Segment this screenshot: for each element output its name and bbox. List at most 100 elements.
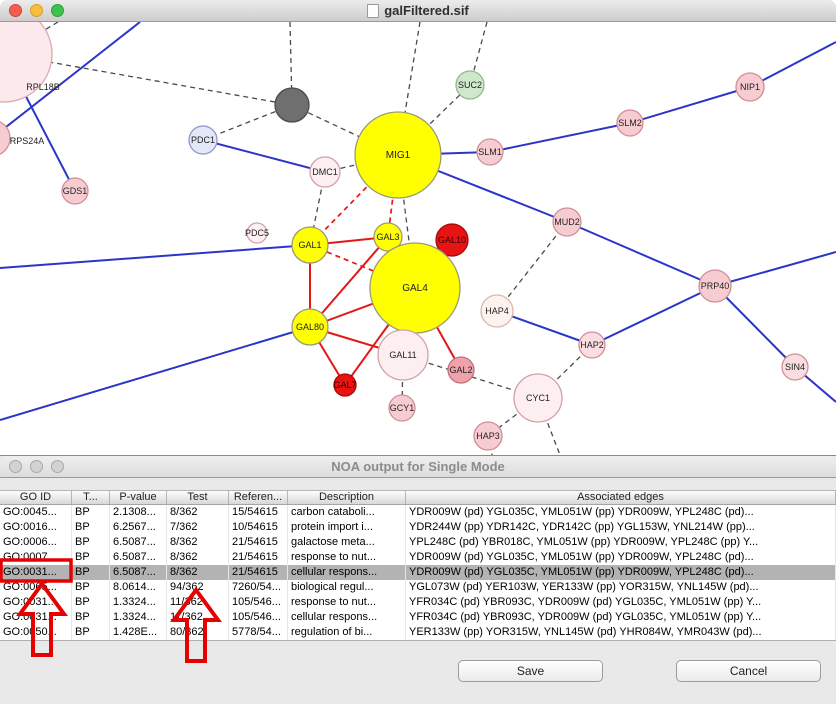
node-gal11[interactable] xyxy=(377,329,429,381)
graph-window-titlebar[interactable]: galFiltered.sif xyxy=(0,0,836,22)
cell: 8/362 xyxy=(167,550,229,565)
node-label-gal7: GAL7 xyxy=(333,380,356,390)
node-label-hap2: HAP2 xyxy=(580,340,604,350)
cell: 10/54615 xyxy=(229,520,288,535)
zoom-button[interactable] xyxy=(51,4,64,17)
column-header-p-value[interactable]: P-value xyxy=(110,491,167,504)
cell: 11/362 xyxy=(167,595,229,610)
cell: 105/546... xyxy=(229,610,288,625)
edge-grayn-mig1 xyxy=(291,104,399,156)
node-gal80[interactable] xyxy=(291,308,329,346)
node-gds1[interactable] xyxy=(61,177,89,205)
minimize-button[interactable] xyxy=(30,4,43,17)
cell: YER133W (pp) YOR315W, YNL145W (pd) YHR08… xyxy=(406,625,836,640)
node-mud2[interactable] xyxy=(552,207,582,237)
column-header-associated-edges[interactable]: Associated edges xyxy=(406,491,836,504)
cell: 6.5087... xyxy=(110,535,167,550)
cell: GO:0006... xyxy=(0,535,72,550)
node-nip1[interactable] xyxy=(735,72,765,102)
node-prp40[interactable] xyxy=(698,269,732,303)
node-cyc1[interactable] xyxy=(513,373,563,423)
save-button[interactable]: Save xyxy=(458,660,603,682)
node-label-mig1: MIG1 xyxy=(386,150,411,161)
node-gal2[interactable] xyxy=(447,356,475,384)
cell: 8/362 xyxy=(167,535,229,550)
node-gal10[interactable] xyxy=(435,223,469,257)
edge-prp40-pt xyxy=(714,251,836,287)
node-rpl18b[interactable] xyxy=(0,22,53,103)
column-header-t-[interactable]: T... xyxy=(72,491,110,504)
cell: 105/546... xyxy=(229,595,288,610)
node-slm2[interactable] xyxy=(616,109,644,137)
cell: 21/54615 xyxy=(229,535,288,550)
edge-gal1-pt xyxy=(0,244,311,269)
node-slm1[interactable] xyxy=(476,138,504,166)
network-canvas[interactable]: RPL18BRPS24AGDS1PDC1MIG1SUC2SLM2NIP1SLM1… xyxy=(0,22,836,455)
node-label-cyc1: CYC1 xyxy=(526,393,550,403)
node-label-gal3: GAL3 xyxy=(376,232,399,242)
minimize-button[interactable] xyxy=(30,460,43,473)
node-label-prp40: PRP40 xyxy=(701,281,730,291)
node-gal7[interactable] xyxy=(333,373,357,397)
node-rps24a[interactable] xyxy=(0,120,11,156)
edge-gal80-pt xyxy=(0,326,311,421)
node-pdc5[interactable] xyxy=(246,222,268,244)
node-dmc1[interactable] xyxy=(309,156,341,188)
edge-rps24a-pt xyxy=(0,22,141,134)
cell: 21/54615 xyxy=(229,550,288,565)
document-icon xyxy=(367,3,380,18)
node-label-nip1: NIP1 xyxy=(740,82,760,92)
node-suc2[interactable] xyxy=(455,70,485,100)
close-button[interactable] xyxy=(9,4,22,17)
node-sin4[interactable] xyxy=(781,353,809,381)
window-controls xyxy=(9,460,64,473)
node-hap3[interactable] xyxy=(473,421,503,451)
cell: BP xyxy=(72,505,110,520)
cell: regulation of bi... xyxy=(288,625,406,640)
column-header-test[interactable]: Test xyxy=(167,491,229,504)
column-header-description[interactable]: Description xyxy=(288,491,406,504)
node-gal1[interactable] xyxy=(291,226,329,264)
edge-pdc1-dmc1 xyxy=(202,139,326,173)
cell: 80/362 xyxy=(167,625,229,640)
cell: 6.2567... xyxy=(110,520,167,535)
cell: BP xyxy=(72,535,110,550)
noa-window-titlebar[interactable]: NOA output for Single Mode xyxy=(0,456,836,478)
node-hap4[interactable] xyxy=(480,294,514,328)
node-pdc1[interactable] xyxy=(188,125,218,155)
cancel-button[interactable]: Cancel xyxy=(676,660,821,682)
node-hap2[interactable] xyxy=(578,331,606,359)
cell: 7260/54... xyxy=(229,580,288,595)
cell: BP xyxy=(72,595,110,610)
edge-prp40-sin4 xyxy=(714,285,796,368)
column-header-referen-[interactable]: Referen... xyxy=(229,491,288,504)
cell: GO:0045... xyxy=(0,505,72,520)
edge-pt-grayn xyxy=(289,22,293,106)
node-label-rpl18b: RPL18B xyxy=(26,82,60,92)
cell: YDR244W (pp) YDR142C, YDR142C (pp) YGL15… xyxy=(406,520,836,535)
node-grayn[interactable] xyxy=(274,87,310,123)
node-label-pdc5: PDC5 xyxy=(245,228,269,238)
cell: 11/362 xyxy=(167,610,229,625)
cell: BP xyxy=(72,520,110,535)
cell: GO:0016... xyxy=(0,520,72,535)
node-gcy1[interactable] xyxy=(388,394,416,422)
node-label-gal11: GAL11 xyxy=(389,350,416,360)
node-gal3[interactable] xyxy=(373,222,403,252)
node-mig1[interactable] xyxy=(354,111,442,199)
cell: BP xyxy=(72,625,110,640)
edge-hap4-hap2 xyxy=(496,310,593,346)
zoom-button[interactable] xyxy=(51,460,64,473)
node-label-gal1: GAL1 xyxy=(298,240,321,250)
close-button[interactable] xyxy=(9,460,22,473)
column-header-go-id[interactable]: GO ID xyxy=(0,491,72,504)
